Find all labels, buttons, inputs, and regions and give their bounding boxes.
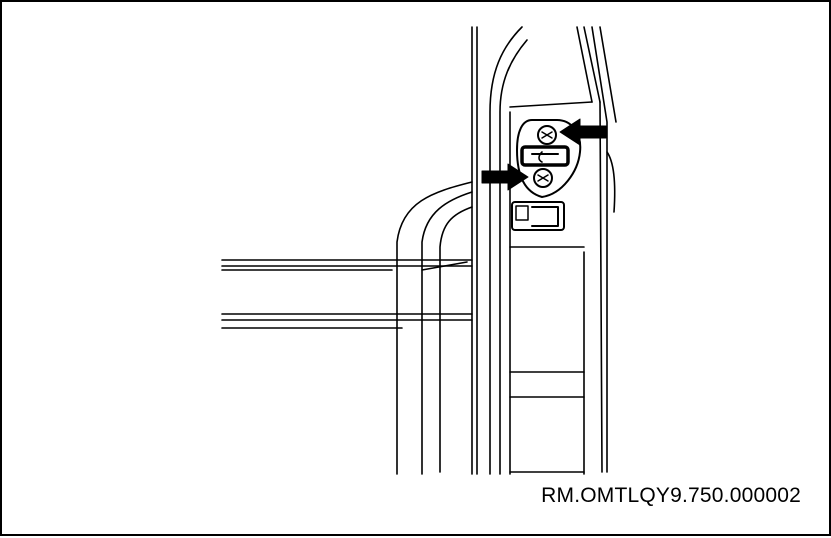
door-sill-lines xyxy=(221,259,473,329)
arrow-pointing-left-icon xyxy=(559,118,607,146)
lower-bolt xyxy=(533,168,553,188)
upper-bolt xyxy=(537,125,557,145)
arrow-pointing-right-icon xyxy=(481,163,529,191)
door-frame-curve xyxy=(396,181,473,475)
b-pillar xyxy=(471,26,617,475)
figure-reference-code: RM.OMTLQY9.750.000002 xyxy=(541,484,801,507)
door-switch-bracket xyxy=(511,201,565,231)
